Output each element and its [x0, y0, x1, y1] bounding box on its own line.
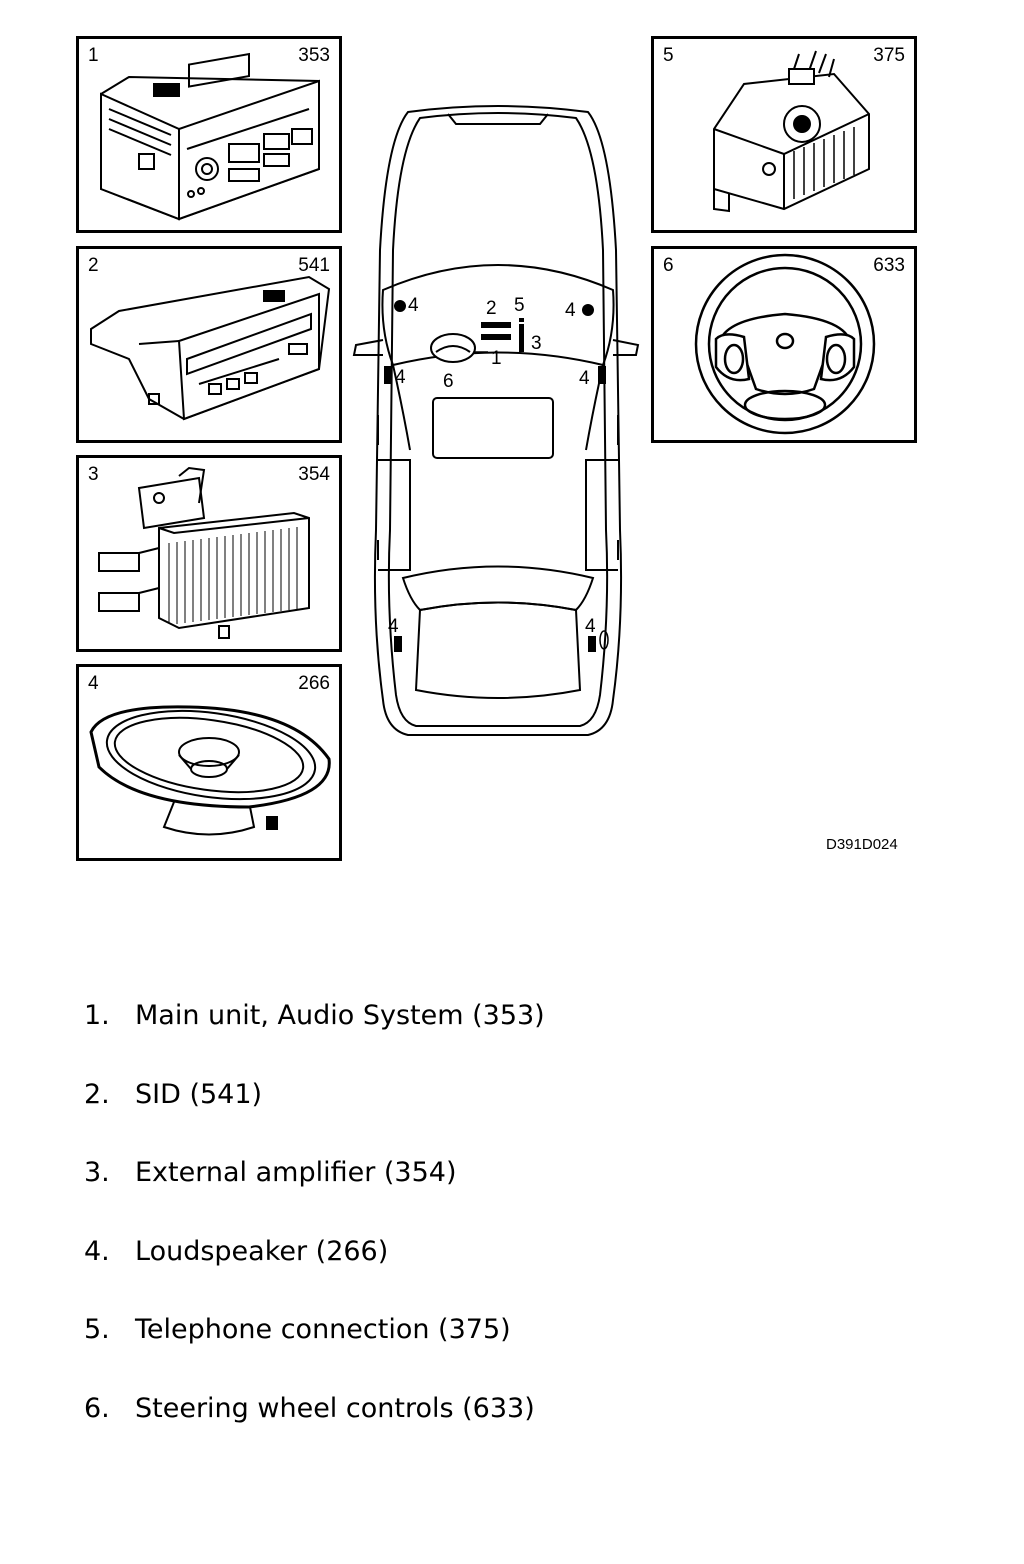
panel-code: 266: [298, 673, 330, 694]
trunk: [414, 601, 582, 699]
panel-number: 5: [663, 45, 674, 66]
car-top-view-diagram: 6 1 2 5 3 4 4 4 4 4 4: [352, 105, 640, 736]
car-label-3: 3: [531, 333, 542, 354]
speaker-front-left-top: [394, 300, 406, 312]
amplifier-drawing: [98, 466, 310, 639]
legend-text: Telephone connection (375): [135, 1314, 511, 1345]
panel-number: 1: [88, 45, 99, 66]
car-label-4-door-left: 4: [395, 367, 406, 388]
panel-code: 375: [873, 45, 905, 66]
car-body-outline: [373, 105, 623, 736]
panel-loudspeaker: 4 266: [76, 664, 342, 861]
legend-number: 4.: [84, 1235, 110, 1267]
legend-text: Steering wheel controls (633): [135, 1392, 535, 1424]
legend-item: 6. Steering wheel controls (633): [84, 1393, 545, 1472]
panel-number: 3: [88, 464, 99, 485]
legend-text: Loudspeaker (266): [135, 1235, 389, 1267]
panel-main-unit: 1 353: [76, 36, 342, 233]
figure-code: D391D024: [826, 836, 898, 853]
legend-number: 1.: [84, 1000, 110, 1031]
windshield: [381, 264, 615, 367]
car-amplifier-marker: [519, 324, 524, 352]
car-label-1: 1: [491, 348, 502, 369]
speaker-front-right-door: [598, 366, 606, 384]
panel-code: 633: [873, 255, 905, 276]
car-label-2: 2: [486, 298, 497, 319]
left-mirror: [352, 339, 384, 356]
car-label-4-rear-right: 4: [585, 616, 596, 637]
right-mirror: [612, 339, 640, 356]
right-front-window: [585, 459, 618, 571]
legend-text: SID (541): [135, 1078, 263, 1110]
legend-item: 5. Telephone connection (375): [84, 1314, 545, 1393]
car-label-5: 5: [514, 295, 525, 316]
legend-item: 3. External amplifier (354): [84, 1157, 545, 1236]
legend-text: External amplifier (354): [135, 1157, 457, 1188]
sid-drawing: [90, 275, 331, 421]
telephone-connection-drawing: [713, 50, 870, 213]
sunroof: [432, 397, 554, 459]
car-label-6: 6: [443, 371, 454, 392]
panel-telephone-connection: 5 375: [651, 36, 917, 233]
car-label-4-rear-left: 4: [388, 616, 399, 637]
car-sid-marker: [481, 322, 511, 328]
legend-number: 3.: [84, 1157, 110, 1188]
legend-text: Main unit, Audio System (353): [135, 1000, 545, 1031]
panel-code: 541: [298, 255, 330, 276]
loudspeaker-drawing: [89, 705, 331, 836]
speaker-front-left-door: [384, 366, 392, 384]
car-main-unit-marker: [481, 334, 511, 340]
legend-number: 6.: [84, 1392, 110, 1424]
steering-wheel-drawing: [694, 253, 876, 435]
main-unit-drawing: [100, 52, 320, 221]
legend-number: 5.: [84, 1314, 110, 1345]
panel-number: 6: [663, 255, 674, 276]
panel-number: 2: [88, 255, 99, 276]
panel-code: 354: [298, 464, 330, 485]
panel-amplifier: 3 354: [76, 455, 342, 652]
legend-item: 2. SID (541): [84, 1079, 545, 1158]
legend-item: 1. Main unit, Audio System (353): [84, 1000, 545, 1079]
legend-number: 2.: [84, 1078, 110, 1110]
panel-sid: 2 541: [76, 246, 342, 443]
car-label-4-front-right: 4: [565, 300, 576, 321]
panel-number: 4: [88, 673, 99, 694]
speaker-rear-right: [588, 636, 596, 652]
car-label-4-door-right: 4: [579, 368, 590, 389]
car-steering-wheel: [430, 333, 476, 363]
left-front-window: [378, 459, 411, 571]
speaker-rear-left: [394, 636, 402, 652]
speaker-front-right-top: [582, 304, 594, 316]
legend-list: 1. Main unit, Audio System (353) 2. SID (5…: [84, 1000, 545, 1471]
panel-steering-wheel: 6 633: [651, 246, 917, 443]
panel-code: 353: [298, 45, 330, 66]
legend-item: 4. Loudspeaker (266): [84, 1236, 545, 1315]
car-label-4-front-left: 4: [408, 295, 419, 316]
